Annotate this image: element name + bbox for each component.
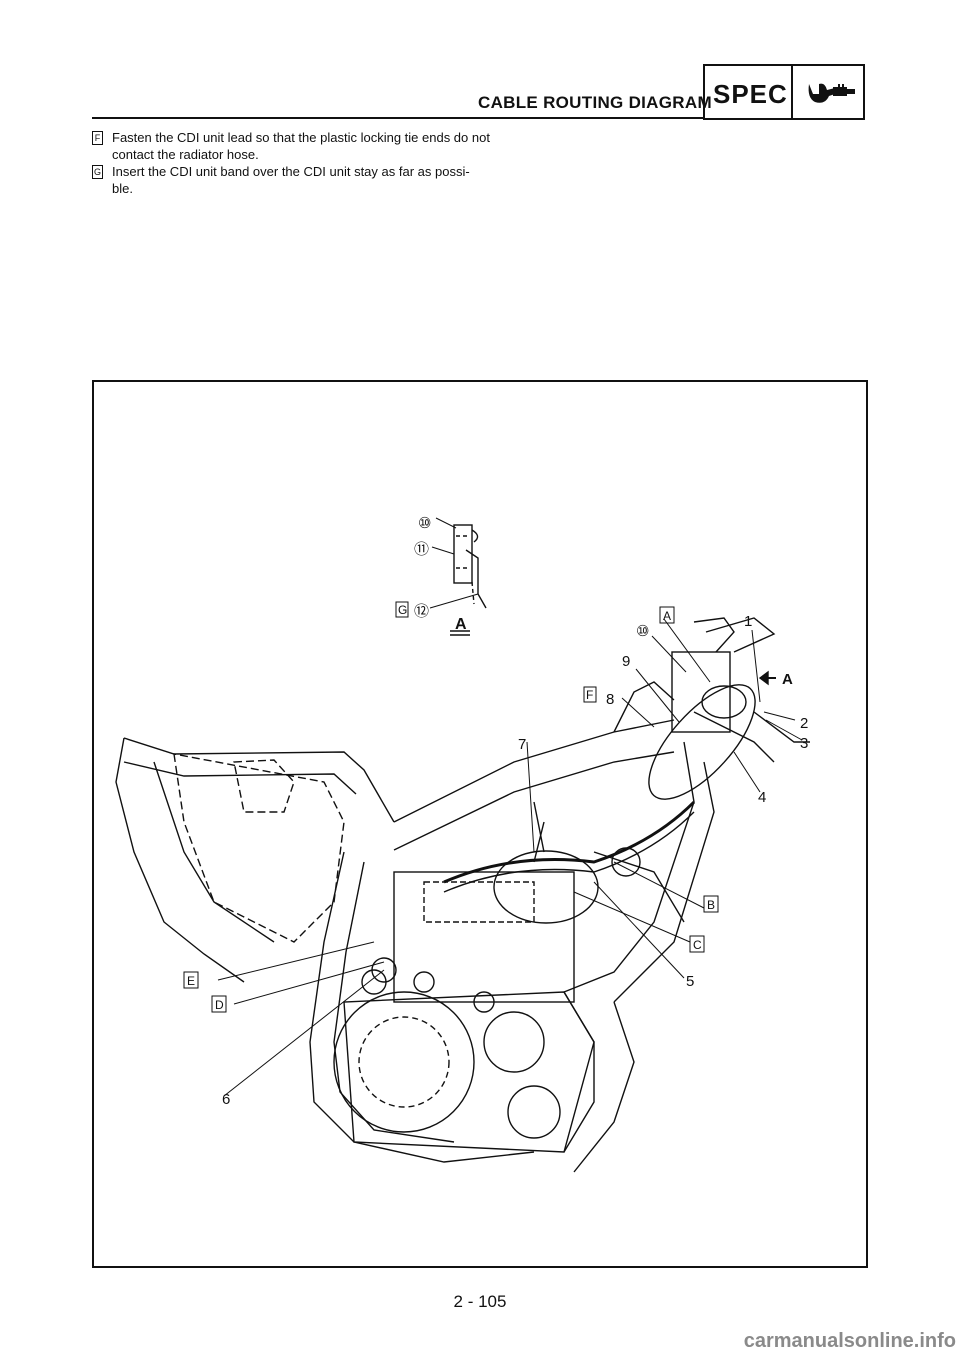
callout-11: ⑪ <box>414 541 429 558</box>
marker-e: E <box>187 974 195 988</box>
air-filter-box <box>173 753 345 943</box>
callout-2: 2 <box>800 715 808 732</box>
note-text: Fasten the CDI unit lead so that the pla… <box>112 130 490 162</box>
note-marker: F <box>92 131 103 145</box>
callout-10-top: ⑩ <box>418 515 431 532</box>
cable-routing-diagram: ⑩ ⑪ ⑫ A A 1 2 3 4 5 6 7 8 9 ⑩ G A F B <box>92 380 868 1268</box>
page-number: 2 - 105 <box>453 1292 507 1311</box>
view-arrow-a <box>758 670 776 686</box>
leader-lines <box>217 618 803 1097</box>
frame-tubes <box>115 681 715 1173</box>
marker-a: A <box>663 609 671 623</box>
callout-7: 7 <box>518 736 526 753</box>
header-rule <box>92 117 704 119</box>
marker-f: F <box>586 688 593 702</box>
marker-b: B <box>707 898 715 912</box>
boxed-markers: G A F B C D E <box>183 601 719 1013</box>
callout-12: ⑫ <box>414 603 429 620</box>
marker-d: D <box>215 998 224 1012</box>
cdi-unit <box>648 617 810 800</box>
callout-6: 6 <box>222 1091 230 1108</box>
engine <box>333 871 595 1153</box>
notes-list: F Fasten the CDI unit lead so that the p… <box>92 129 492 197</box>
arrow-label-a: A <box>782 671 793 688</box>
note-item: G Insert the CDI unit band over the CDI … <box>92 163 492 197</box>
wire-harness <box>371 800 696 983</box>
marker-c: C <box>693 938 702 952</box>
note-text: Insert the CDI unit band over the CDI un… <box>112 164 470 196</box>
spec-badge: SPEC <box>703 64 865 120</box>
spec-label: SPEC <box>713 79 788 109</box>
motorcycle-frame-drawing: ⑩ ⑪ ⑫ A A 1 2 3 4 5 6 7 8 9 ⑩ G A F B <box>115 515 810 1173</box>
view-label-a: A <box>455 616 467 633</box>
spec-divider <box>791 66 793 118</box>
detail-view-a <box>429 517 487 636</box>
callout-1: 1 <box>744 613 752 630</box>
wrench-icon <box>808 83 855 103</box>
callout-3: 3 <box>800 735 808 752</box>
callout-8: 8 <box>606 691 614 708</box>
callout-4: 4 <box>758 789 766 806</box>
callout-10: ⑩ <box>636 623 649 640</box>
note-marker: G <box>92 165 103 179</box>
note-item: F Fasten the CDI unit lead so that the p… <box>92 129 492 163</box>
section-title: CABLE ROUTING DIAGRAM <box>478 93 712 112</box>
watermark: carmanualsonline.info <box>743 1330 956 1352</box>
callout-9: 9 <box>622 653 630 670</box>
callout-labels: ⑩ ⑪ ⑫ A A 1 2 3 4 5 6 7 8 9 ⑩ <box>222 515 808 1108</box>
callout-5: 5 <box>686 973 694 990</box>
marker-g: G <box>398 603 407 617</box>
